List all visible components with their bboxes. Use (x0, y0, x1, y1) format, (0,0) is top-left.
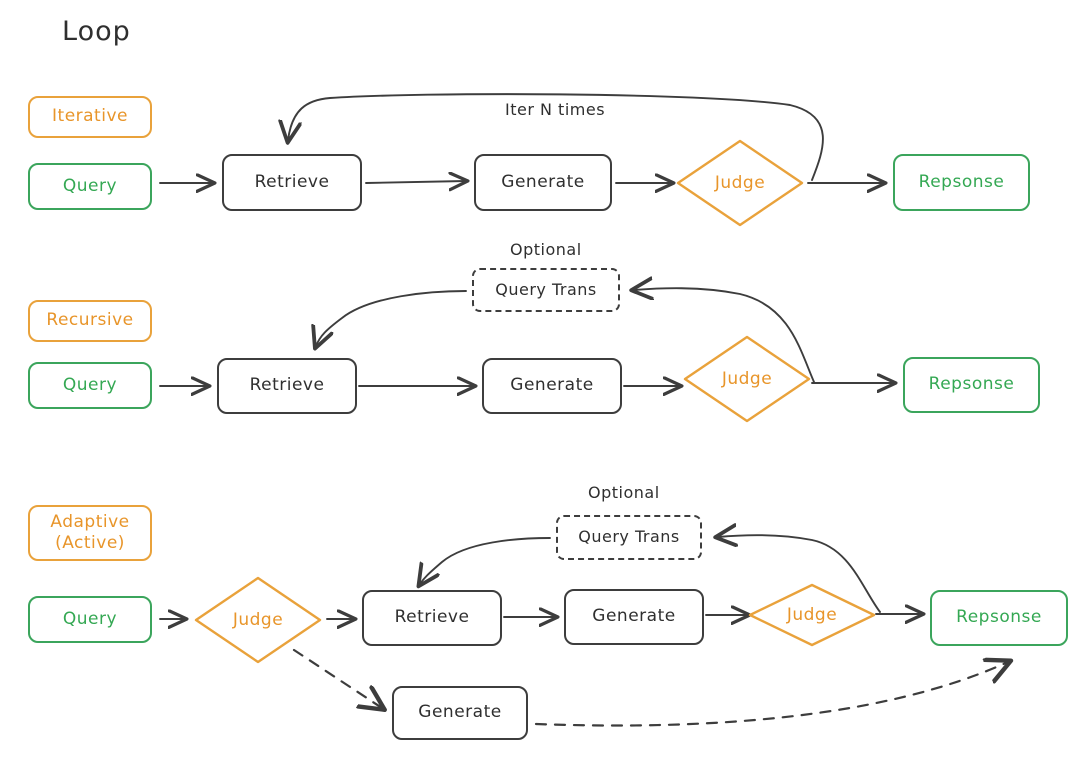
row3-query-trans-node[interactable]: Query Trans (556, 515, 702, 560)
row1-retrieve-node[interactable]: Retrieve (222, 154, 362, 211)
row2-response-node[interactable]: Repsonse (903, 357, 1040, 413)
diamond-shape (683, 335, 811, 423)
row2-connectors (159, 288, 894, 386)
page-title: Loop (62, 16, 131, 47)
row3-generate-direct-node[interactable]: Generate (392, 686, 528, 740)
diamond-shape (676, 139, 804, 227)
row1-response-node[interactable]: Repsonse (893, 154, 1030, 211)
diamond-shape (194, 576, 322, 664)
row3-query-node[interactable]: Query (28, 596, 152, 643)
row2-optional-label: Optional (510, 240, 582, 259)
row3-judge-first-node[interactable]: Judge (193, 575, 323, 665)
row1-loop-label: Iter N times (505, 100, 606, 119)
row3-optional-label: Optional (588, 483, 660, 502)
row3-generate-node[interactable]: Generate (564, 589, 704, 645)
row1-connectors (159, 93, 884, 183)
row-tag-adaptive-line2: (Active) (55, 533, 125, 553)
row2-retrieve-node[interactable]: Retrieve (217, 358, 357, 414)
row2-generate-node[interactable]: Generate (482, 358, 622, 414)
row3-retrieve-node[interactable]: Retrieve (362, 590, 502, 646)
diamond-shape (748, 583, 876, 647)
row1-judge-node[interactable]: Judge (675, 138, 805, 228)
row-tag-adaptive-line1: Adaptive (50, 512, 130, 533)
row-tag-adaptive[interactable]: Adaptive (Active) (28, 505, 152, 561)
row2-query-trans-node[interactable]: Query Trans (472, 268, 620, 312)
row2-judge-node[interactable]: Judge (682, 334, 812, 424)
row-tag-iterative[interactable]: Iterative (28, 96, 152, 138)
row2-query-node[interactable]: Query (28, 362, 152, 409)
row3-judge-second-node[interactable]: Judge (747, 582, 877, 648)
row-tag-recursive[interactable]: Recursive (28, 300, 152, 342)
row1-generate-node[interactable]: Generate (474, 154, 612, 211)
row3-connectors (159, 535, 1008, 727)
row1-query-node[interactable]: Query (28, 163, 152, 210)
row3-response-node[interactable]: Repsonse (930, 590, 1068, 646)
